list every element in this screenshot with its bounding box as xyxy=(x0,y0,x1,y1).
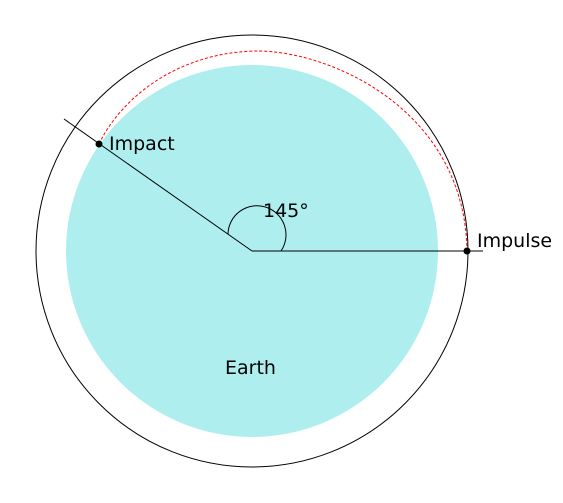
impulse-label: Impulse xyxy=(477,230,552,252)
impact-point xyxy=(95,140,103,148)
trajectory-path xyxy=(98,50,468,252)
impulse-point xyxy=(463,247,471,255)
angle-arc xyxy=(227,205,287,252)
earth-label: Earth xyxy=(225,357,276,379)
angle-label: 145° xyxy=(263,200,309,222)
impact-label: Impact xyxy=(109,133,175,155)
impact-radius-line xyxy=(63,118,253,252)
